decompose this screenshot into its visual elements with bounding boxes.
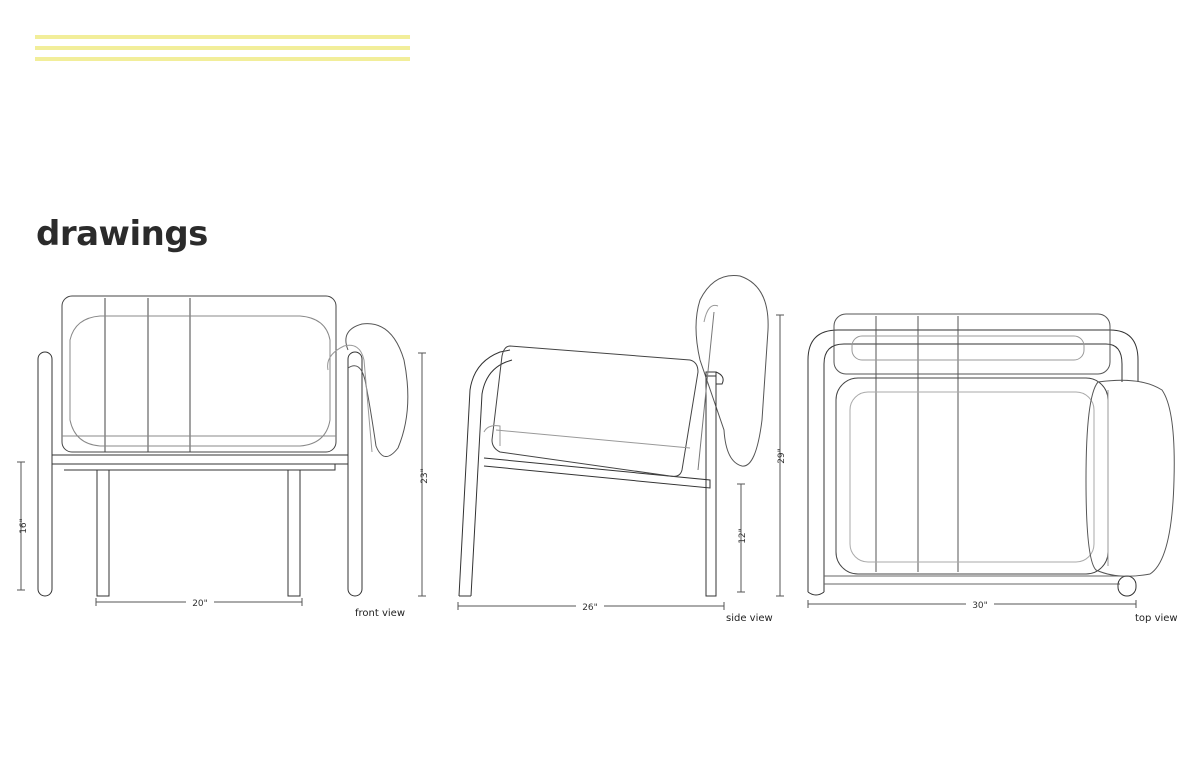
side-back-cushion <box>695 275 769 467</box>
side-seat-height-dimension: 12" <box>738 528 748 544</box>
front-height-dimension: 23" <box>420 468 430 484</box>
accent-stripe <box>35 35 410 39</box>
accent-stripe <box>35 57 410 61</box>
side-view-label: side view <box>726 613 773 624</box>
front-dimensions <box>17 352 426 606</box>
front-seat-height-dimension: 16" <box>19 518 29 534</box>
accent-stripe <box>35 46 410 50</box>
front-arm-cushion <box>327 323 409 457</box>
side-height-dimension: 29" <box>777 448 787 464</box>
front-view-label: front view <box>355 608 405 619</box>
top-arm-cushion <box>1085 379 1175 577</box>
top-seat-cushion <box>835 377 1109 575</box>
top-frame <box>807 329 1139 597</box>
top-back-cushion <box>833 313 1111 572</box>
side-depth-dimension: 26" <box>582 603 598 613</box>
accent-stripes <box>35 35 410 65</box>
side-seat-cushion <box>483 345 699 477</box>
top-width-dimension: 30" <box>972 601 988 611</box>
front-width-dimension: 20" <box>192 599 208 609</box>
top-view-label: top view <box>1135 613 1178 624</box>
page-title: drawings <box>36 214 208 254</box>
front-cushion <box>61 295 337 453</box>
side-frame <box>458 311 724 597</box>
front-frame <box>37 351 363 597</box>
